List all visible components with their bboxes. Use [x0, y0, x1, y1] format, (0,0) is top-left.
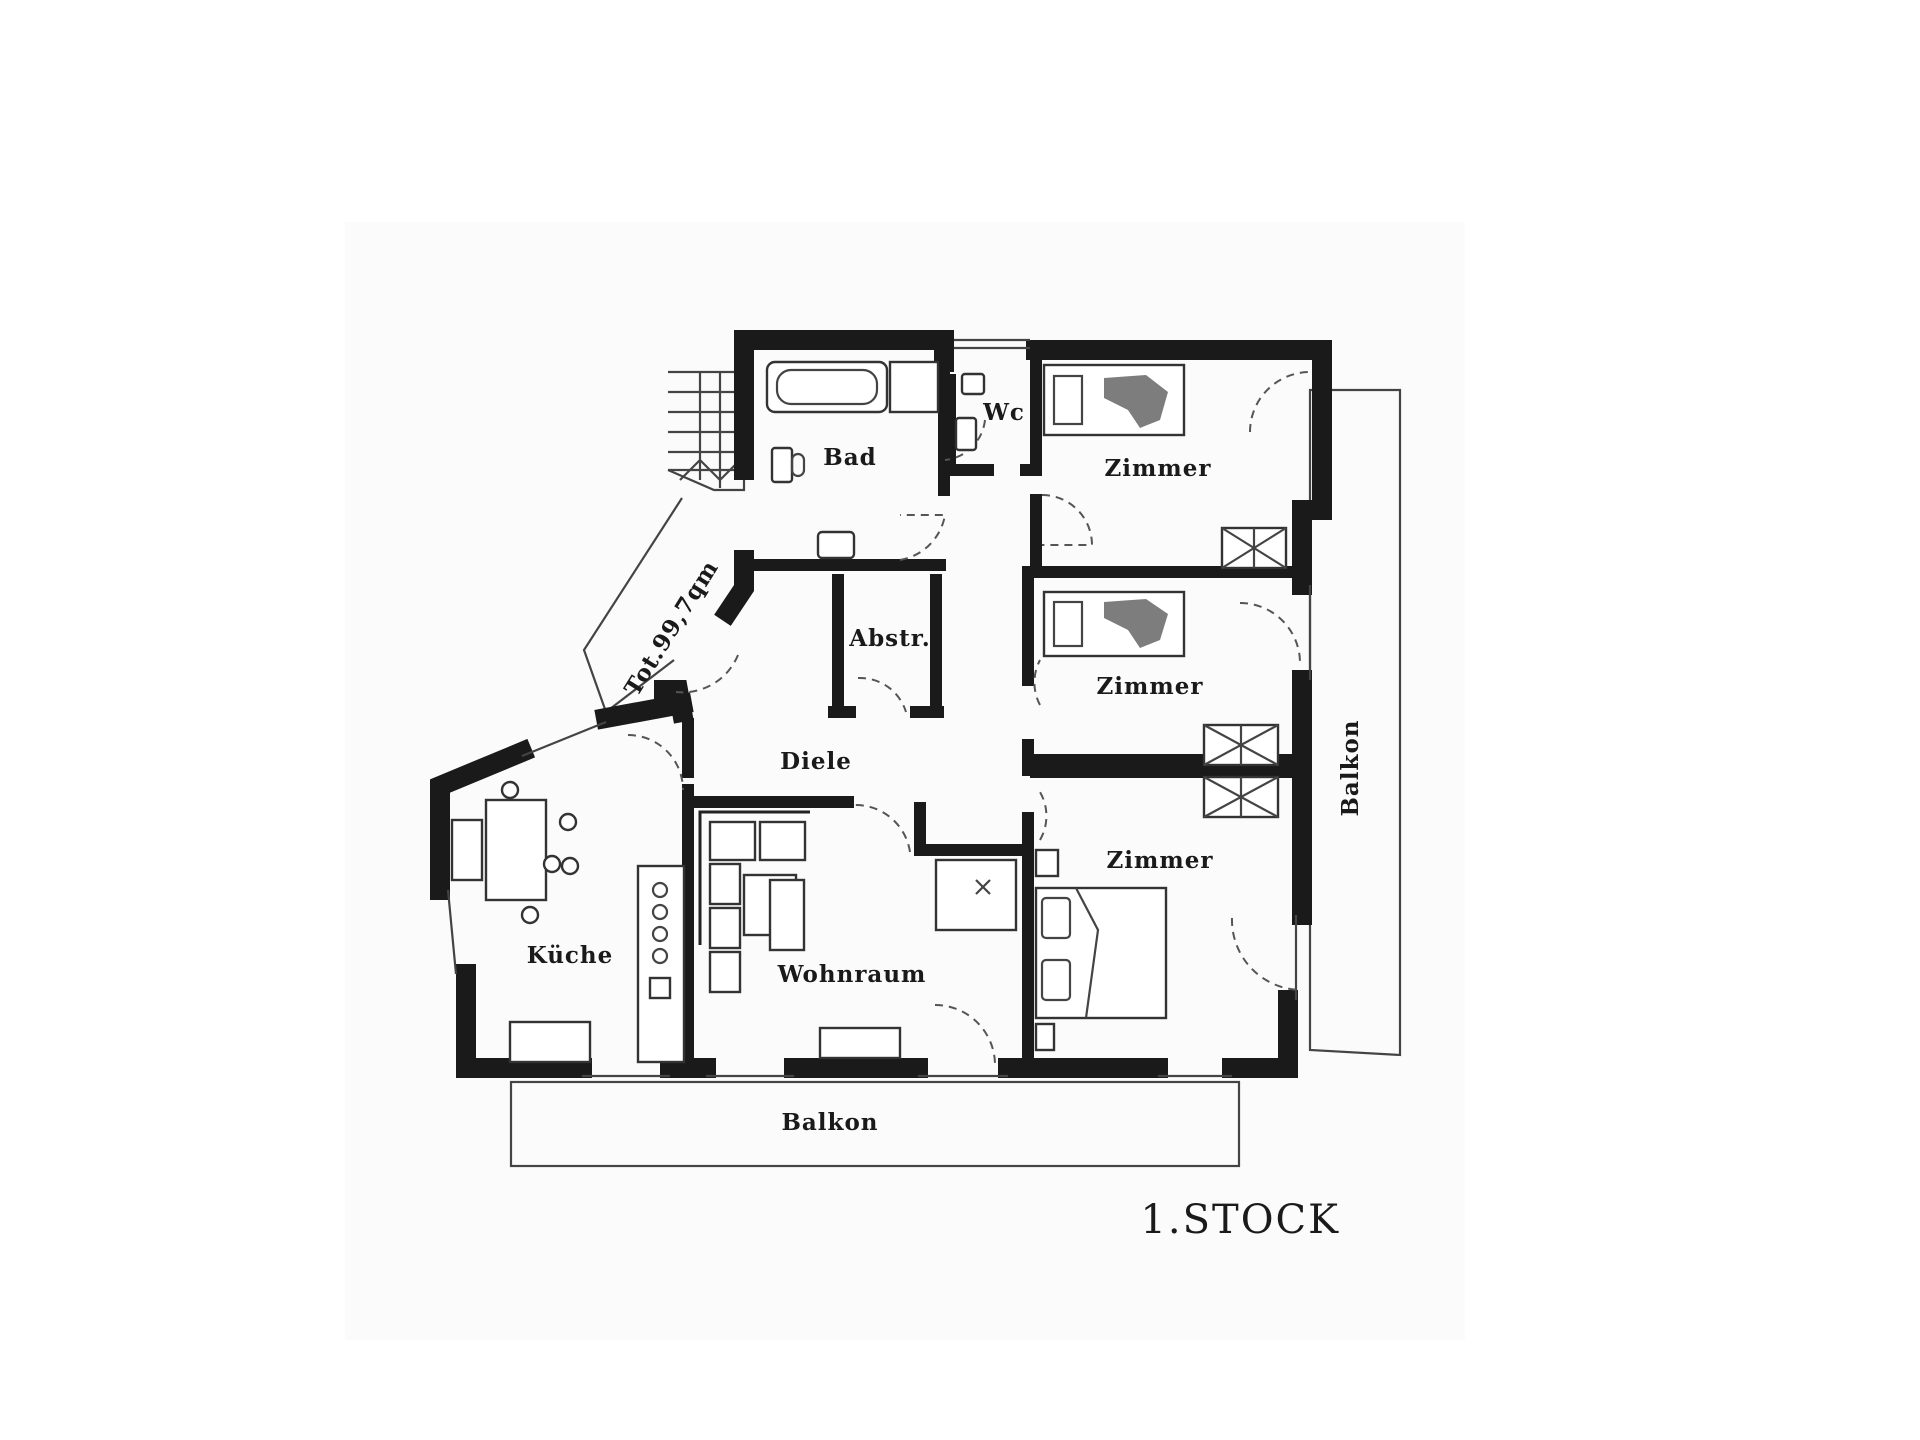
living-room-furniture — [698, 810, 1018, 1060]
label-zimmer-1: Zimmer — [1105, 455, 1212, 482]
balcony-south-outline — [509, 1080, 1241, 1168]
label-zimmer-3: Zimmer — [1107, 847, 1214, 874]
kitchen-furniture — [450, 780, 686, 1064]
toilet-bad — [770, 446, 794, 484]
tv-sideboard — [818, 1026, 902, 1060]
bedroom-1-furniture — [1042, 363, 1288, 570]
washbasin-wc — [954, 416, 978, 452]
sofa-seat-1 — [708, 820, 757, 862]
window-frames — [446, 338, 1312, 1078]
bathroom-fixtures — [765, 360, 986, 560]
label-bad: Bad — [823, 444, 876, 471]
washbasin-bad — [816, 530, 856, 560]
label-balkon-east: Balkon — [1337, 719, 1364, 816]
coffee-table — [768, 878, 806, 952]
door-swings — [627, 371, 1311, 1066]
dining-table — [484, 798, 548, 902]
staircase — [582, 370, 746, 714]
toilet-wc — [960, 372, 986, 396]
exterior-walls — [430, 330, 1332, 1078]
label-balkon-south: Balkon — [781, 1109, 878, 1136]
shower-corner — [934, 858, 1018, 932]
bathtub — [765, 360, 889, 414]
shower-tray — [888, 360, 940, 414]
bedroom-3-furniture — [1034, 848, 1168, 1052]
label-diele: Diele — [780, 748, 852, 775]
label-zimmer-2: Zimmer — [1097, 673, 1204, 700]
floor-title: 1.STOCK — [1140, 1197, 1340, 1243]
interior-walls — [682, 344, 1306, 1066]
label-wc: Wc — [982, 399, 1025, 426]
bedroom-2-furniture — [1042, 590, 1280, 819]
label-abstr: Abstr. — [848, 625, 931, 652]
label-kueche: Küche — [527, 942, 614, 969]
label-wohnraum: Wohnraum — [777, 961, 927, 988]
double-bed — [1034, 886, 1168, 1020]
